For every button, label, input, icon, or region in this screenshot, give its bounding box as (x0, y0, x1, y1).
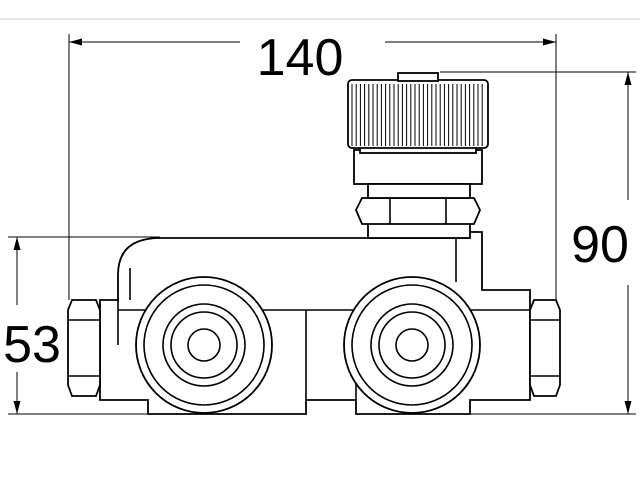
dimension-height: 90 (440, 71, 636, 415)
knob-knurling (351, 84, 483, 146)
dimension-height-label: 90 (571, 216, 629, 274)
dimension-width-label: 140 (257, 29, 344, 87)
left-hex-fitting (67, 299, 101, 397)
dimension-port-height-label: 53 (3, 316, 61, 374)
right-hex-fitting (529, 299, 561, 397)
left-port (135, 276, 273, 414)
dimension-port-height: 53 (3, 236, 160, 415)
right-port (343, 276, 481, 414)
dimension-width: 140 (68, 29, 557, 300)
